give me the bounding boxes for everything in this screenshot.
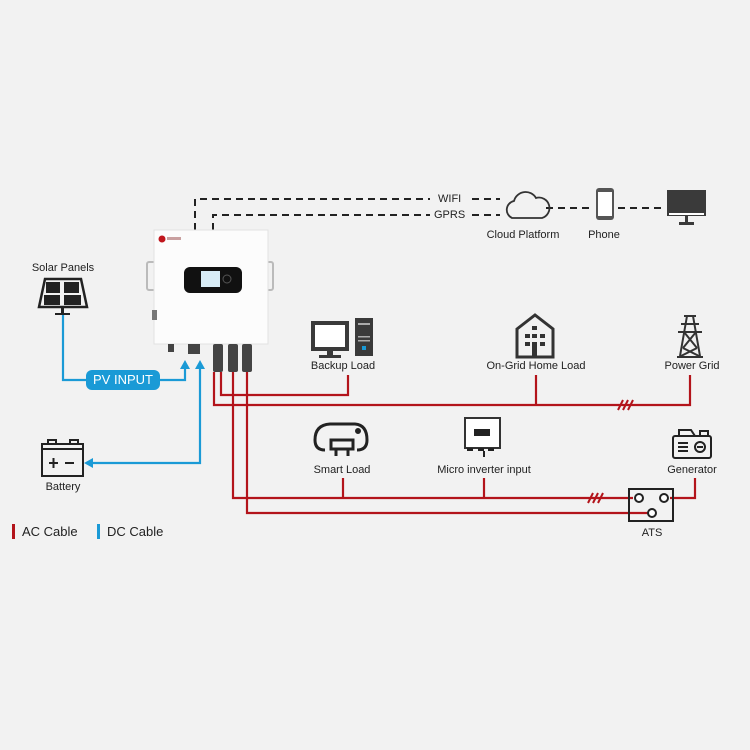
three-phase-marks [587, 399, 634, 504]
micro-inverter-icon [464, 417, 501, 457]
water-heater-icon [313, 422, 369, 456]
legend-ac: AC Cable [12, 524, 78, 539]
computer-icon [311, 318, 373, 358]
power-tower-icon [677, 315, 703, 358]
solar-panels-label: Solar Panels [31, 262, 95, 274]
battery-icon [41, 439, 84, 477]
ac-cables [212, 372, 697, 515]
dc-cables [61, 315, 202, 465]
solar-panel-icon [37, 277, 89, 315]
arrow-up-icon [195, 360, 205, 369]
ats-label: ATS [641, 527, 663, 539]
wifi-line [194, 198, 430, 230]
inverter-screen [201, 271, 220, 287]
brand-logo [158, 235, 166, 243]
power-grid-label: Power Grid [664, 360, 720, 372]
micro-inverter-label: Micro inverter input [437, 464, 531, 476]
phone-label: Phone [588, 229, 620, 241]
cloud-platform-label: Cloud Platform [486, 229, 560, 241]
on-grid-home-load-label: On-Grid Home Load [486, 360, 586, 372]
smart-load-label: Smart Load [313, 464, 371, 476]
cloud-icon [505, 191, 551, 219]
generator-icon [672, 429, 712, 459]
ac-swatch [12, 524, 15, 539]
ats-switch [628, 488, 674, 522]
ac-legend-label: AC Cable [22, 524, 78, 539]
house-icon [515, 313, 555, 359]
dc-swatch [97, 524, 100, 539]
comm-lines [194, 198, 664, 230]
gprs-line [212, 214, 430, 230]
pv-input-badge: PV INPUT [86, 370, 160, 390]
gprs-label: GPRS [434, 209, 466, 221]
battery-label: Battery [45, 481, 81, 493]
monitor-icon [667, 190, 706, 225]
dc-legend-label: DC Cable [107, 524, 164, 539]
legend-dc: DC Cable [97, 524, 163, 539]
arrow-left-icon [84, 458, 93, 468]
generator-label: Generator [667, 464, 717, 476]
hybrid-inverter [146, 229, 274, 372]
phone-icon [596, 188, 614, 220]
wifi-label: WIFI [438, 193, 462, 205]
arrow-up-icon [180, 360, 190, 369]
backup-load-label: Backup Load [310, 360, 376, 372]
